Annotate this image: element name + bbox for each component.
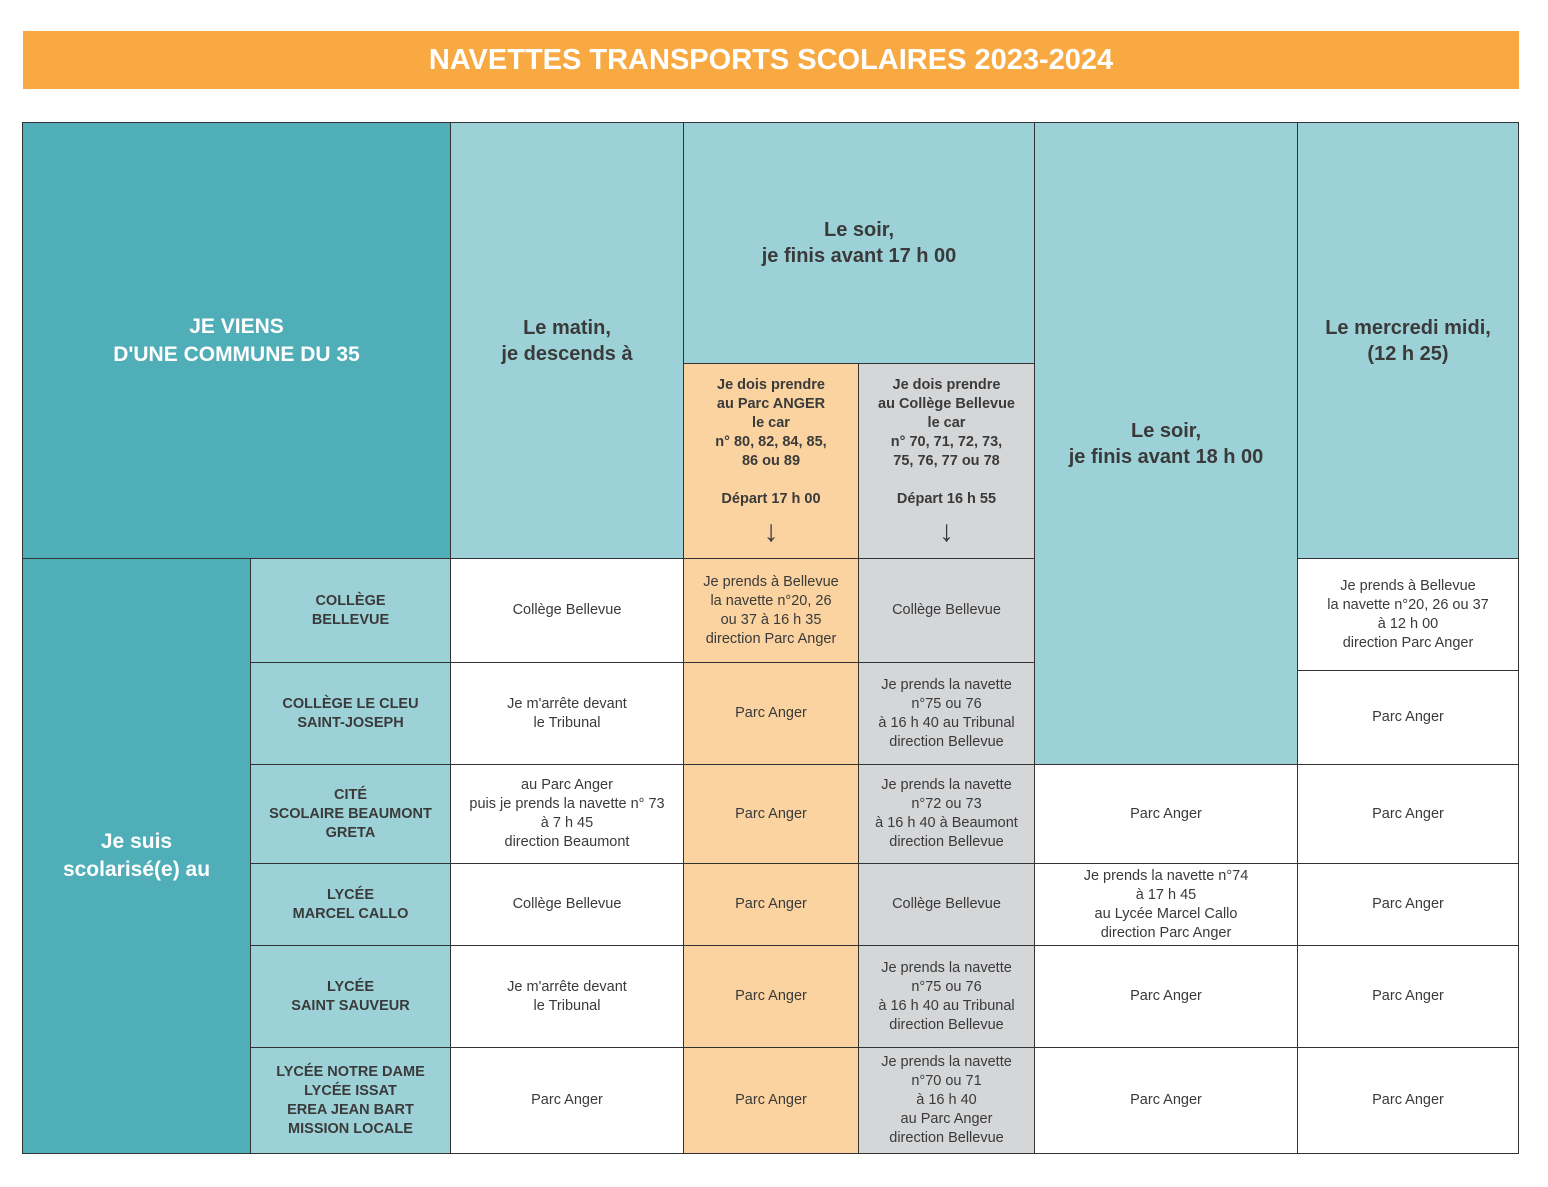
table-cell-morning: Collège Bellevue [450, 558, 684, 663]
table-cell-anger: Parc Anger [683, 662, 859, 765]
school-name-cell: LYCÉE MARCEL CALLO [250, 863, 451, 946]
bellevue-bus-text: Je dois prendre au Collège Bellevue le c… [878, 376, 1015, 507]
school-name-cell: COLLÈGE LE CLEU SAINT-JOSEPH [250, 662, 451, 765]
school-name-cell: COLLÈGE BELLEVUE [250, 558, 451, 663]
evening18-header: Le soir, je finis avant 18 h 00 [1034, 122, 1298, 765]
table-cell-e18: Parc Anger [1034, 945, 1298, 1048]
table-cell-morning: Parc Anger [450, 1047, 684, 1154]
table-cell-wed: Parc Anger [1297, 1047, 1519, 1154]
table-cell-anger: Parc Anger [683, 1047, 859, 1154]
table-cell-morning: Je m'arrête devant le Tribunal [450, 945, 684, 1048]
school-name-cell: LYCÉE NOTRE DAME LYCÉE ISSAT EREA JEAN B… [250, 1047, 451, 1154]
school-name-cell: LYCÉE SAINT SAUVEUR [250, 945, 451, 1048]
table-cell-wed: Parc Anger [1297, 764, 1519, 864]
table-cell-wed: Je prends à Bellevue la navette n°20, 26… [1297, 558, 1519, 671]
table-cell-e18: Parc Anger [1034, 764, 1298, 864]
table-cell-morning: au Parc Anger puis je prends la navette … [450, 764, 684, 864]
school-label: Je suis scolarisé(e) au [22, 558, 251, 1154]
table-cell-bellevue: Collège Bellevue [858, 558, 1035, 663]
table-cell-bellevue: Collège Bellevue [858, 863, 1035, 946]
table-cell-anger: Parc Anger [683, 945, 859, 1048]
table-cell-e18: Je prends la navette n°74 à 17 h 45 au L… [1034, 863, 1298, 946]
table-cell-wed: Parc Anger [1297, 670, 1519, 765]
table-cell-bellevue: Je prends la navette n°75 ou 76 à 16 h 4… [858, 945, 1035, 1048]
table-cell-anger: Parc Anger [683, 764, 859, 864]
morning-header: Le matin, je descends à [450, 122, 684, 559]
anger-bus-header: Je dois prendre au Parc ANGER le car n° … [683, 363, 859, 559]
table-cell-e18: Parc Anger [1034, 1047, 1298, 1154]
table-cell-morning: Collège Bellevue [450, 863, 684, 946]
anger-bus-text: Je dois prendre au Parc ANGER le car n° … [715, 376, 827, 507]
wednesday-header: Le mercredi midi, (12 h 25) [1297, 122, 1519, 559]
table-cell-wed: Parc Anger [1297, 945, 1519, 1048]
table-cell-bellevue: Je prends la navette n°70 ou 71 à 16 h 4… [858, 1047, 1035, 1154]
table-cell-wed: Parc Anger [1297, 863, 1519, 946]
table-cell-morning: Je m'arrête devant le Tribunal [450, 662, 684, 765]
arrow-down-icon: ↓ [763, 514, 779, 548]
evening17-header: Le soir, je finis avant 17 h 00 [683, 122, 1035, 364]
bellevue-bus-header: Je dois prendre au Collège Bellevue le c… [858, 363, 1035, 559]
table-cell-anger: Parc Anger [683, 863, 859, 946]
origin-header: JE VIENS D'UNE COMMUNE DU 35 [22, 122, 451, 559]
table-cell-bellevue: Je prends la navette n°75 ou 76 à 16 h 4… [858, 662, 1035, 765]
table-cell-anger: Je prends à Bellevue la navette n°20, 26… [683, 558, 859, 663]
page-title: NAVETTES TRANSPORTS SCOLAIRES 2023-2024 [23, 31, 1519, 89]
school-name-cell: CITÉ SCOLAIRE BEAUMONT GRETA [250, 764, 451, 864]
arrow-down-icon: ↓ [939, 514, 954, 548]
table-cell-bellevue: Je prends la navette n°72 ou 73 à 16 h 4… [858, 764, 1035, 864]
